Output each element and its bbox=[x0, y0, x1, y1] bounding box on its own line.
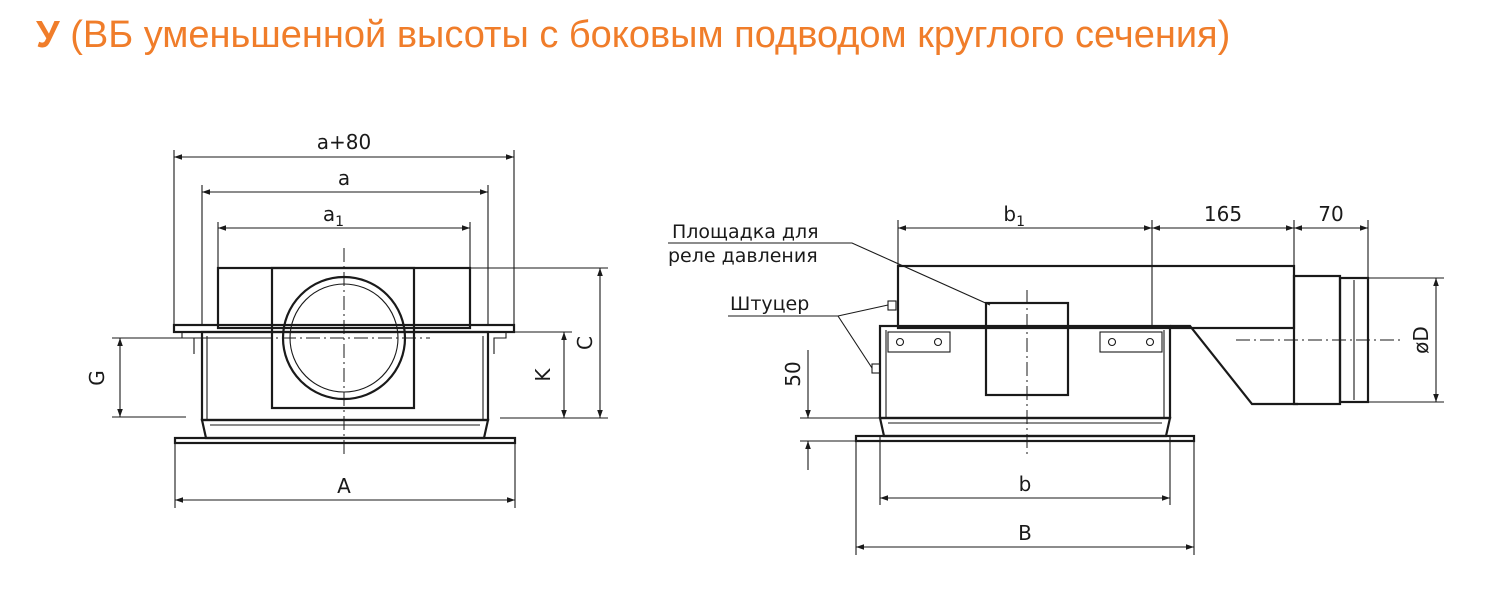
label-G: G bbox=[85, 370, 109, 386]
page-title: У (ВБ уменьшенной высоты с боковым подво… bbox=[36, 14, 1230, 57]
label-a: a bbox=[338, 166, 350, 190]
label-fitting: Штуцер bbox=[730, 293, 809, 315]
label-K: K bbox=[531, 368, 555, 382]
label-50: 50 bbox=[781, 361, 805, 386]
side-bottom-plate bbox=[854, 434, 1196, 443]
left-lug bbox=[181, 332, 195, 354]
fitting-side bbox=[871, 363, 881, 374]
label-pad-line1: Площадка для bbox=[672, 221, 819, 243]
label-A: A bbox=[337, 474, 351, 498]
lower-transition bbox=[200, 418, 490, 440]
bracket-right-hole-2 bbox=[1145, 337, 1155, 347]
fitting-top bbox=[887, 300, 897, 311]
label-165: 165 bbox=[1204, 202, 1242, 226]
bracket-left-hole-2 bbox=[933, 337, 943, 347]
label-a80: a+80 bbox=[317, 130, 371, 154]
side-body bbox=[878, 324, 1172, 420]
side-view: b1 165 70 øD 50 b B Площадка для реле да… bbox=[668, 202, 1444, 555]
front-view: a+80 a a1 A G K C bbox=[85, 130, 608, 508]
label-b1: b1 bbox=[1003, 202, 1025, 230]
upper-duct bbox=[896, 264, 1296, 330]
leader-pad bbox=[668, 242, 991, 306]
label-C: C bbox=[573, 336, 597, 350]
label-70: 70 bbox=[1318, 202, 1343, 226]
leader-fitting-side bbox=[837, 315, 873, 369]
bracket-right bbox=[1099, 331, 1163, 353]
title-text: (ВБ уменьшенной высоты с боковым подводо… bbox=[59, 14, 1231, 56]
side-transition bbox=[1170, 324, 1298, 406]
label-B: B bbox=[1018, 521, 1032, 545]
label-a1: a1 bbox=[323, 202, 344, 230]
right-lug bbox=[493, 332, 507, 354]
bracket-left bbox=[887, 331, 951, 353]
label-D: øD bbox=[1409, 326, 1433, 354]
bottom-plate bbox=[173, 436, 517, 445]
main-body bbox=[200, 330, 490, 422]
bracket-left-hole-1 bbox=[895, 337, 905, 347]
label-b: b bbox=[1019, 472, 1032, 496]
bracket-right-hole-1 bbox=[1107, 337, 1117, 347]
title-code: У bbox=[36, 14, 60, 56]
side-lower-transition bbox=[878, 416, 1172, 438]
label-pad-line2: реле давления bbox=[668, 245, 818, 267]
